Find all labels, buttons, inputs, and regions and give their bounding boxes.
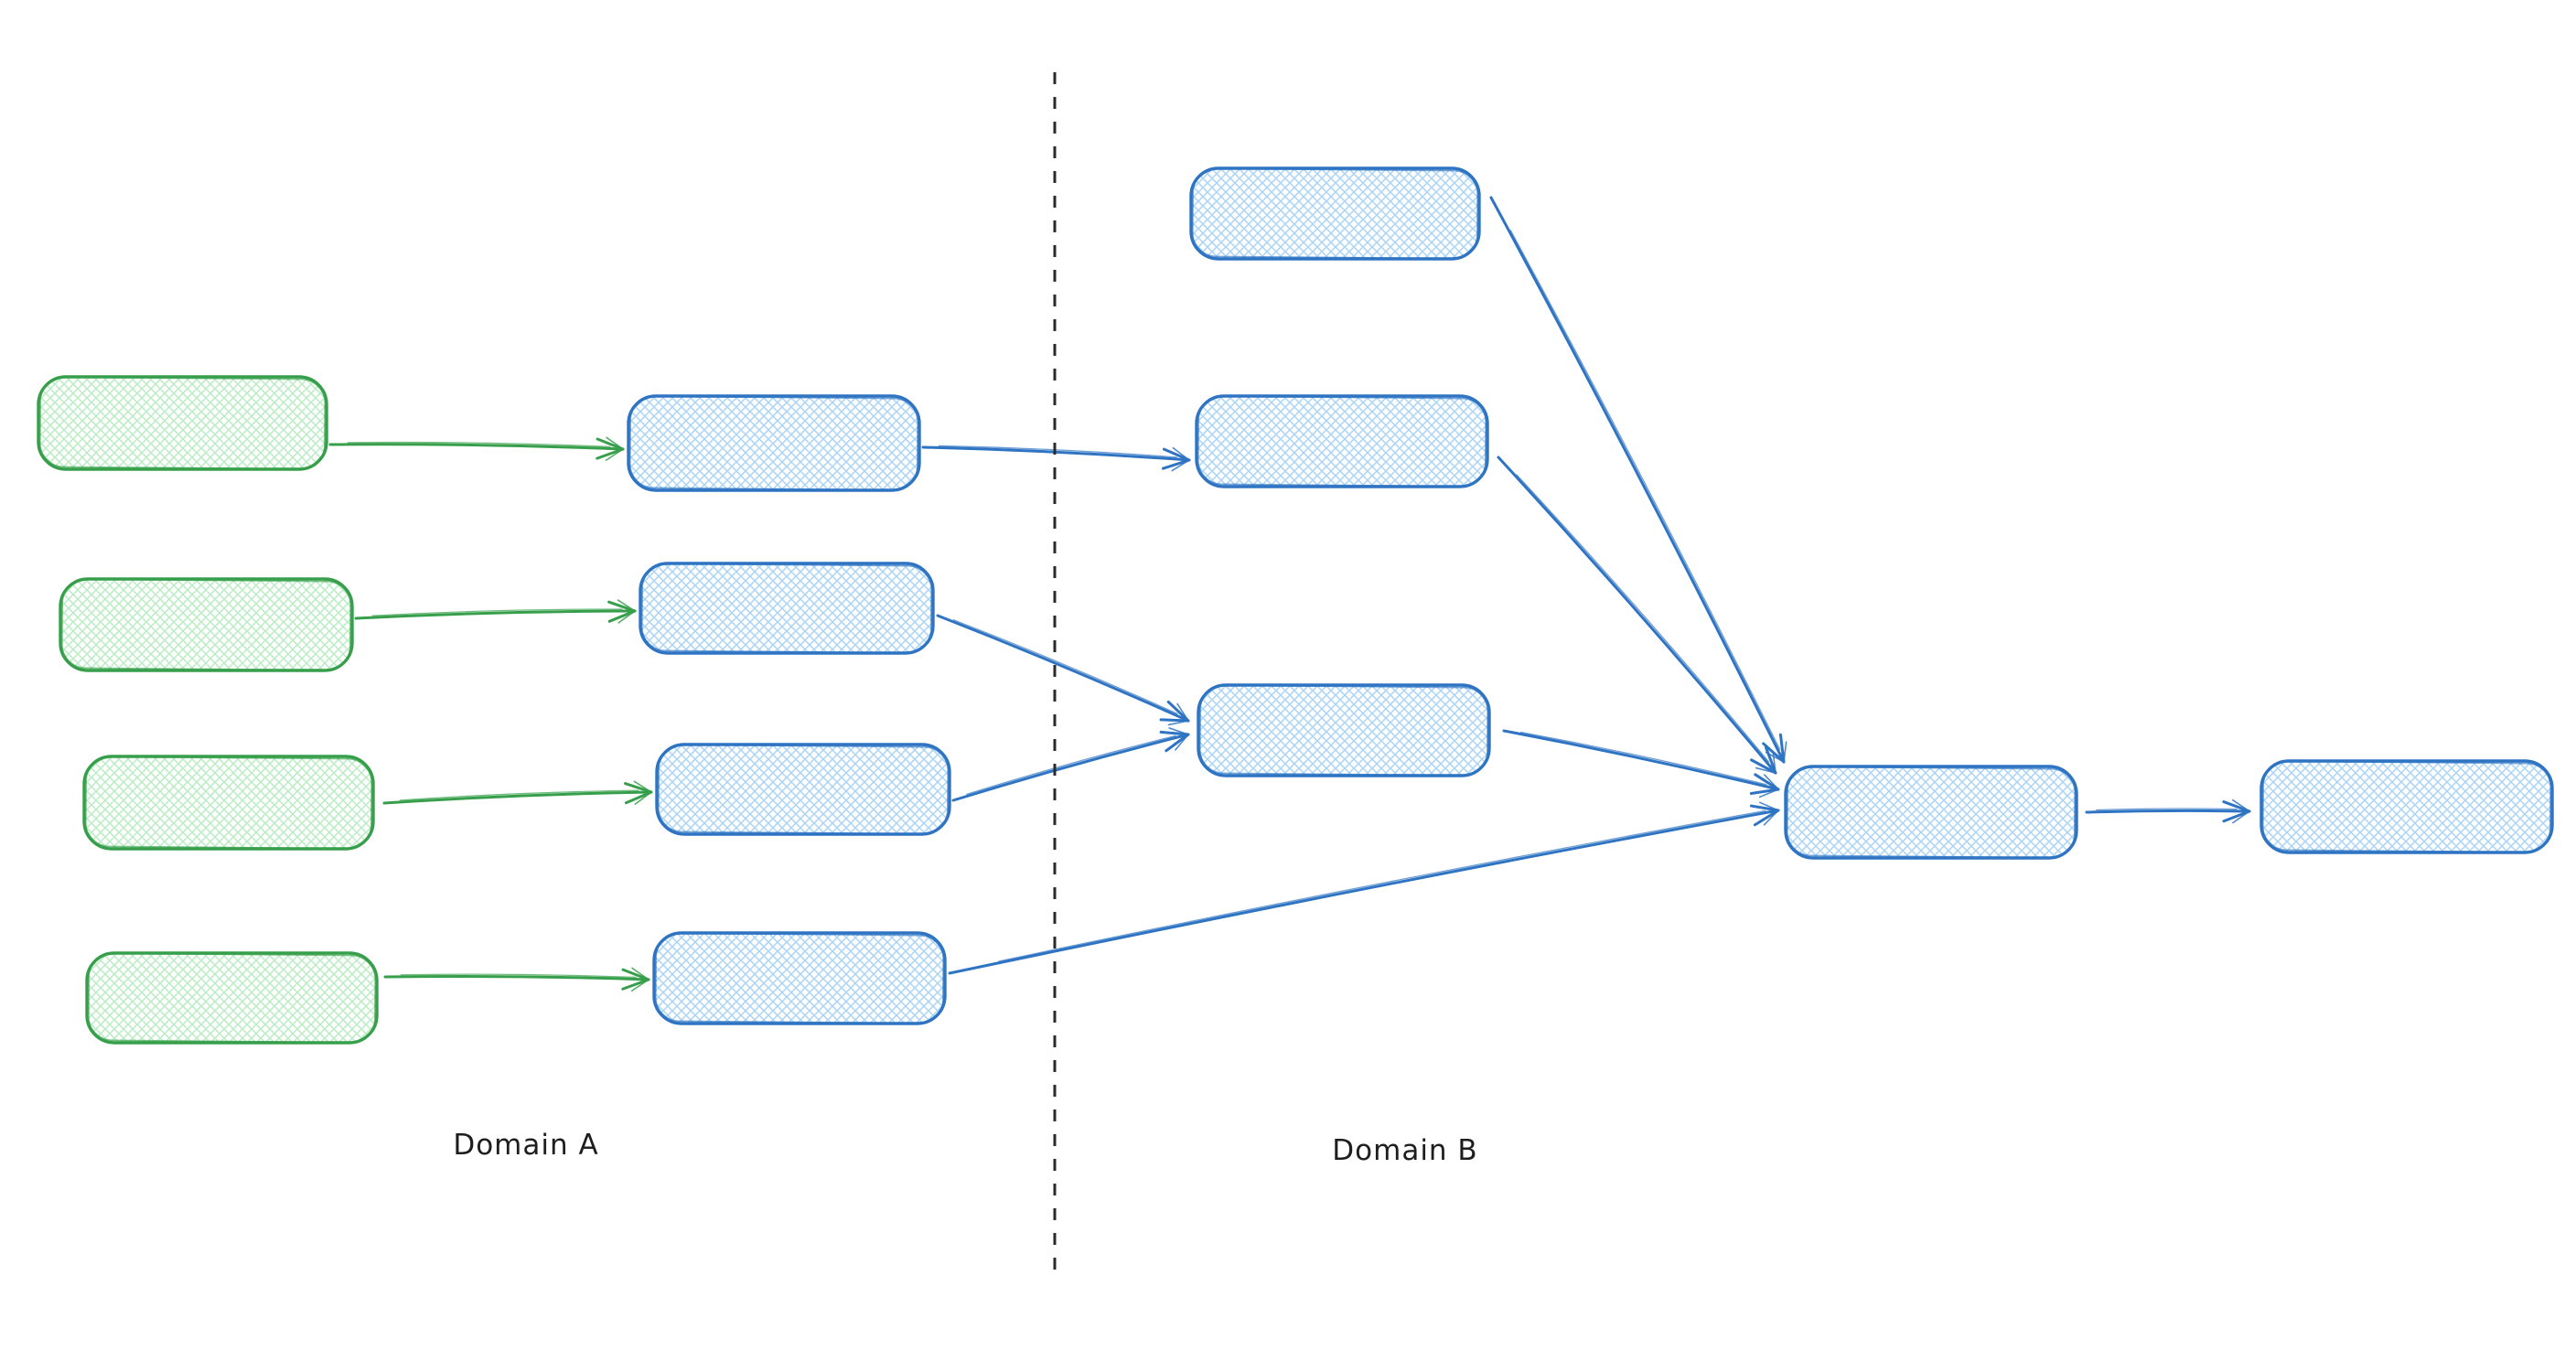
edge-stage2-to-input3[interactable]: [936, 614, 1190, 726]
node-domain-a-stage-4[interactable]: [652, 931, 947, 1025]
edge-merge-to-output[interactable]: [2085, 799, 2251, 824]
node-domain-a-source-2[interactable]: [59, 577, 354, 672]
node-domain-a-stage-1[interactable]: [627, 394, 921, 492]
node-domain-b-output[interactable]: [2259, 759, 2554, 854]
node-domain-a-stage-2[interactable]: [639, 562, 935, 655]
node-domain-b-input-1[interactable]: [1189, 166, 1481, 261]
node-domain-b-input-3[interactable]: [1197, 683, 1491, 777]
node-domain-a-source-1[interactable]: [37, 375, 328, 471]
nodes-layer: [37, 166, 2554, 1045]
edge-source3-to-stage3[interactable]: [382, 780, 653, 805]
edge-input2-to-merge[interactable]: [1497, 456, 1777, 775]
edge-source1-to-stage1[interactable]: [328, 436, 625, 461]
node-domain-b-input-2[interactable]: [1195, 394, 1489, 488]
domain-a-label[interactable]: Domain A: [453, 1129, 599, 1162]
node-domain-b-merge[interactable]: [1784, 765, 2078, 860]
edge-source2-to-stage2[interactable]: [354, 599, 637, 624]
edge-stage1-to-input2[interactable]: [921, 445, 1191, 472]
domain-b-label[interactable]: Domain B: [1332, 1134, 1478, 1167]
node-domain-a-source-4[interactable]: [85, 951, 379, 1045]
edge-stage3-to-input3[interactable]: [951, 727, 1190, 802]
edge-stage4-to-merge[interactable]: [948, 801, 1780, 975]
edge-input1-to-merge[interactable]: [1489, 196, 1787, 764]
edge-source4-to-stage4[interactable]: [383, 967, 650, 992]
edges-layer: [328, 196, 2251, 992]
edge-input3-to-merge[interactable]: [1502, 729, 1780, 799]
node-domain-a-stage-3[interactable]: [655, 743, 951, 836]
node-domain-a-source-3[interactable]: [82, 755, 375, 851]
